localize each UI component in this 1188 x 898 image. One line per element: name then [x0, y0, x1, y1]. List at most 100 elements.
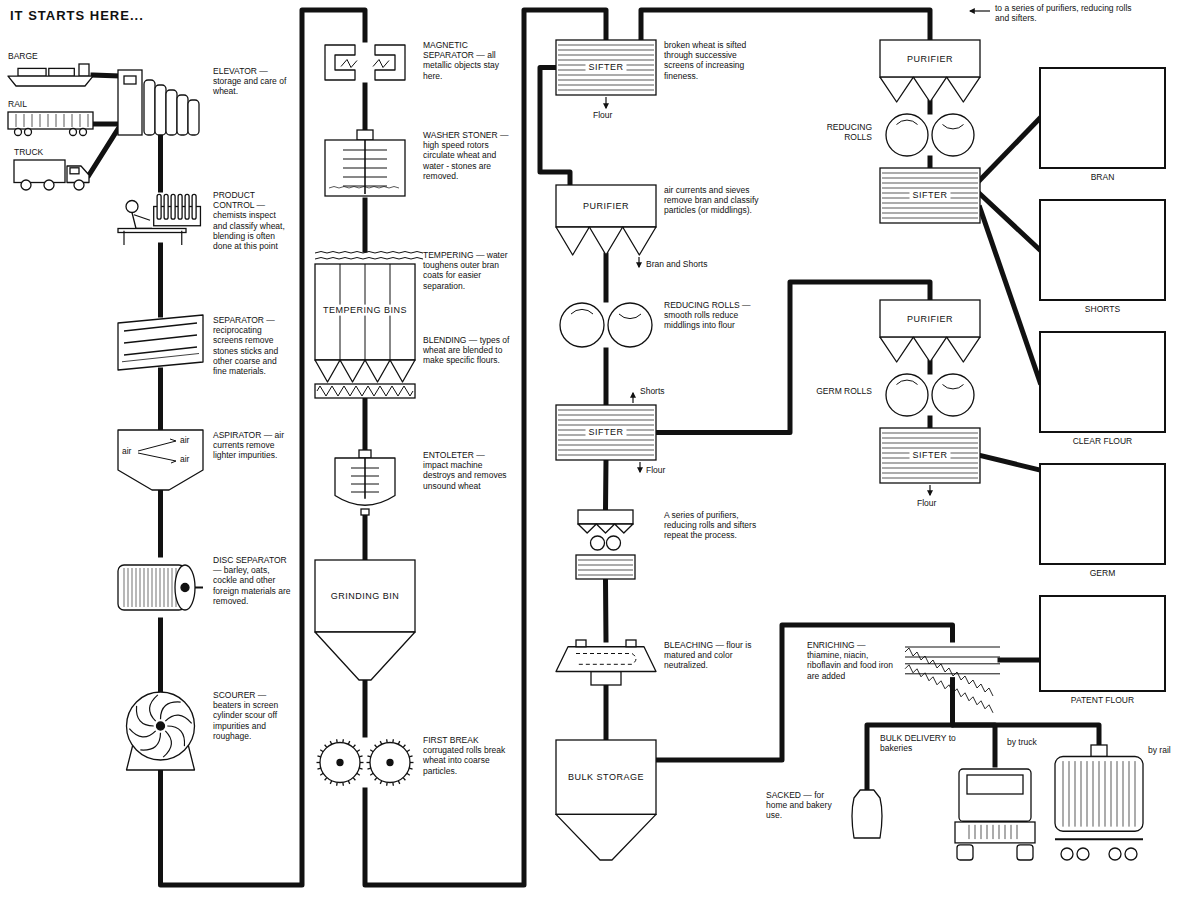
flow-pipe — [158, 370, 163, 430]
flow-pipe — [980, 208, 1040, 382]
flow-pipe — [928, 158, 933, 168]
enrich-outline — [905, 640, 1000, 680]
aspirator-outline — [118, 430, 203, 490]
gears-node: FIRST BREAK corrugated rolls break wheat… — [315, 735, 415, 790]
flour-arrow — [639, 462, 640, 472]
tanker-outline — [1055, 745, 1143, 860]
disc-outline — [118, 555, 203, 620]
machine-name: PURIFIER — [580, 201, 632, 212]
box-outline — [1040, 596, 1165, 691]
flow-label: air — [122, 446, 131, 456]
machine-name: SIFTER — [909, 190, 950, 201]
step-note: broken wheat is sifted through successiv… — [664, 40, 764, 81]
entoleter-outline — [315, 450, 415, 515]
flow-label: Bran and Shorts — [646, 259, 707, 269]
box-node: BRAN — [1040, 68, 1165, 168]
sifter-node: SIFTERbroken wheat is sifted through suc… — [556, 40, 656, 95]
flow-label: Shorts — [640, 386, 665, 396]
flow-pipe — [362, 200, 367, 250]
machine-name: TEMPERING BINS — [320, 305, 410, 316]
flow-pipe — [158, 620, 163, 690]
lab-node: PRODUCT CONTROL — chemists inspect and c… — [118, 190, 203, 245]
entoleter-node: ENTOLETER — impact machine destroys and … — [315, 450, 415, 515]
machine-name: SIFTER — [585, 62, 626, 73]
step-note: TEMPERING — water toughens outer bran co… — [423, 250, 511, 291]
diagram-title: IT STARTS HERE... — [10, 8, 144, 23]
purifier-node: PURIFIERair currents and sieves remove b… — [556, 185, 656, 255]
flow-pipe — [604, 255, 609, 300]
step-note: BARGE — [8, 51, 68, 61]
separator-outline — [118, 315, 203, 370]
purifier-outline — [556, 185, 656, 255]
step-note: SACKED — for home and bakery use. — [766, 790, 844, 821]
flow-pipe — [158, 490, 163, 555]
step-note: BRAN — [1040, 172, 1165, 182]
flow-pipe — [980, 118, 1040, 180]
bin-outline — [315, 560, 415, 680]
step-note: REDUCING ROLLS — [800, 122, 872, 142]
gears-outline — [315, 735, 415, 790]
step-note: TRUCK — [14, 147, 74, 157]
flow-pipe — [158, 135, 163, 190]
flow-pipe — [928, 102, 933, 112]
flow-label: Flour — [917, 498, 936, 508]
flow-label: to a series of purifiers, reducing rolls… — [995, 3, 1145, 23]
step-note: SEPARATOR — reciprocating screens remove… — [213, 315, 291, 376]
flour-arrow — [605, 97, 606, 108]
sifter-node: SIFTER — [880, 168, 980, 223]
magnet-outline — [315, 40, 415, 85]
flow-pipe — [604, 685, 609, 740]
bin-node: BULK STORAGE — [556, 740, 656, 860]
flow-pipe — [603, 460, 609, 510]
flow-label: Flour — [593, 110, 612, 120]
flour-arrow — [929, 485, 930, 495]
box-node: SHORTS — [1040, 200, 1165, 300]
purifier-outline — [880, 300, 980, 362]
flow-label: air — [180, 435, 189, 445]
box-node: GERM — [1040, 464, 1165, 564]
step-note: BLENDING — types of wheat are blended to… — [423, 335, 511, 366]
tempering-node: TEMPERING BINSTEMPERING — water toughens… — [315, 250, 415, 400]
step-note: by rail — [1148, 745, 1176, 755]
step-note: ENRICHING — thiamine, niacin, riboflavin… — [807, 640, 897, 681]
dtruck-outline — [955, 765, 1035, 860]
scourer-outline — [118, 690, 203, 770]
flow-label: air — [180, 454, 189, 464]
series-arrow — [970, 10, 990, 11]
flow-label: Flour — [646, 465, 665, 475]
step-note: air currents and sieves remove bran and … — [664, 185, 764, 216]
scourer-node: SCOURER — beaters in screen cylinder sco… — [118, 690, 203, 770]
flow-pipe — [158, 245, 163, 315]
tanker-node: by rail — [1055, 745, 1143, 860]
series-node: A series of purifiers, reducing rolls an… — [568, 510, 643, 580]
step-note: FIRST BREAK corrugated rolls break wheat… — [423, 735, 511, 776]
step-note: ASPIRATOR — air currents remove lighter … — [213, 430, 291, 461]
step-note: A series of purifiers, reducing rolls an… — [664, 510, 764, 541]
sack-node: SACKED — for home and bakery use. — [850, 790, 884, 838]
machine-name: SIFTER — [909, 450, 950, 461]
rolls-node: REDUCING ROLLS — smooth rolls reduce mid… — [556, 300, 656, 350]
washer-node: WASHER STONER — high speed rotors circul… — [315, 130, 415, 200]
separator-node: SEPARATOR — reciprocating screens remove… — [118, 315, 203, 370]
step-note: SHORTS — [1040, 304, 1165, 314]
rolls-outline — [880, 372, 980, 418]
step-note: DISC SEPARATOR — barley, oats, cockle an… — [213, 555, 291, 606]
elevator-node: ELEVATOR — storage and care of wheat. — [118, 70, 203, 135]
step-note: GERM — [1040, 568, 1165, 578]
rolls-outline — [880, 112, 980, 158]
barge-outline — [8, 64, 93, 86]
sifter-node: SIFTER — [556, 405, 656, 460]
box-node: CLEAR FLOUR — [1040, 332, 1165, 432]
flow-pipe — [980, 456, 1040, 471]
sack-outline — [850, 790, 884, 838]
rolls-node: REDUCING ROLLS — [880, 112, 980, 158]
shorts-arrow — [632, 393, 633, 403]
flow-pipe — [93, 75, 118, 76]
step-note: ENTOLETER — impact machine destroys and … — [423, 450, 511, 491]
disc-node: DISC SEPARATOR — barley, oats, cockle an… — [118, 555, 203, 620]
flow-pipe — [604, 350, 609, 405]
bran-arrow — [638, 257, 639, 267]
rolls-outline — [556, 300, 656, 350]
flow-pipe — [603, 580, 609, 640]
flow-label: BULK DELIVERY to bakeries — [880, 733, 970, 753]
